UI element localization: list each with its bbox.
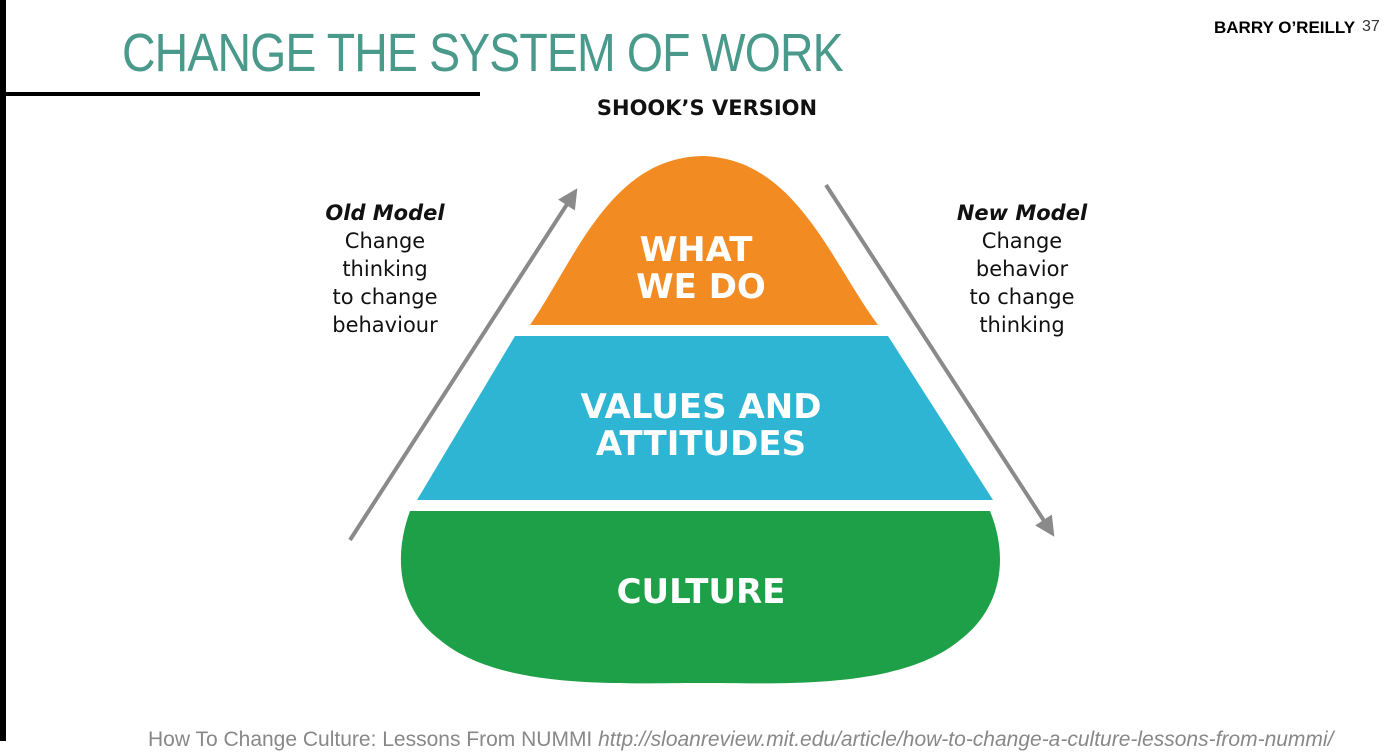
footer-text: How To Change Culture: Lessons From NUMM…: [148, 728, 593, 751]
culture-layer: [400, 511, 1000, 684]
footer-citation: How To Change Culture: Lessons From NUMM…: [148, 728, 1333, 752]
what-we-do-layer: [530, 156, 878, 325]
old-model-line: to change: [332, 285, 438, 309]
new-model-line: thinking: [979, 313, 1065, 337]
new-model-line: to change: [969, 285, 1075, 309]
old-model-line: Change: [344, 229, 426, 253]
new-model-heading: New Model: [956, 201, 1088, 225]
old-model-line: behaviour: [332, 313, 438, 337]
old-model-line: thinking: [342, 257, 428, 281]
new-model-caption: New Model Change behavior to change thin…: [922, 199, 1122, 339]
layer-mid-label-line2: ATTITUDES: [596, 424, 806, 464]
slide-title: CHANGE THE SYSTEM OF WORK: [122, 23, 844, 83]
values-attitudes-layer: [417, 336, 993, 500]
down-arrow: [824, 183, 1055, 537]
old-model-heading: Old Model: [325, 201, 445, 225]
diagram-heading: SHOOK’S VERSION: [596, 96, 818, 120]
old-model-caption: Old Model Change thinking to change beha…: [285, 199, 485, 339]
new-model-line: Change: [981, 229, 1063, 253]
layer-top-label-line1: WHAT: [640, 230, 754, 270]
layer-top-label-line2: WE DO: [636, 267, 766, 307]
layer-bot-label: CULTURE: [617, 572, 786, 612]
author-name: BARRY O’REILLY: [1214, 18, 1356, 37]
new-model-line: behavior: [975, 257, 1069, 281]
up-arrow: [348, 188, 578, 542]
layer-mid-label-line1: VALUES AND: [581, 387, 822, 427]
footer-link[interactable]: http://sloanreview.mit.edu/article/how-t…: [598, 728, 1334, 751]
title-underline: [6, 92, 480, 96]
left-edge-bar: [0, 0, 6, 741]
page-number: 37: [1362, 18, 1380, 35]
